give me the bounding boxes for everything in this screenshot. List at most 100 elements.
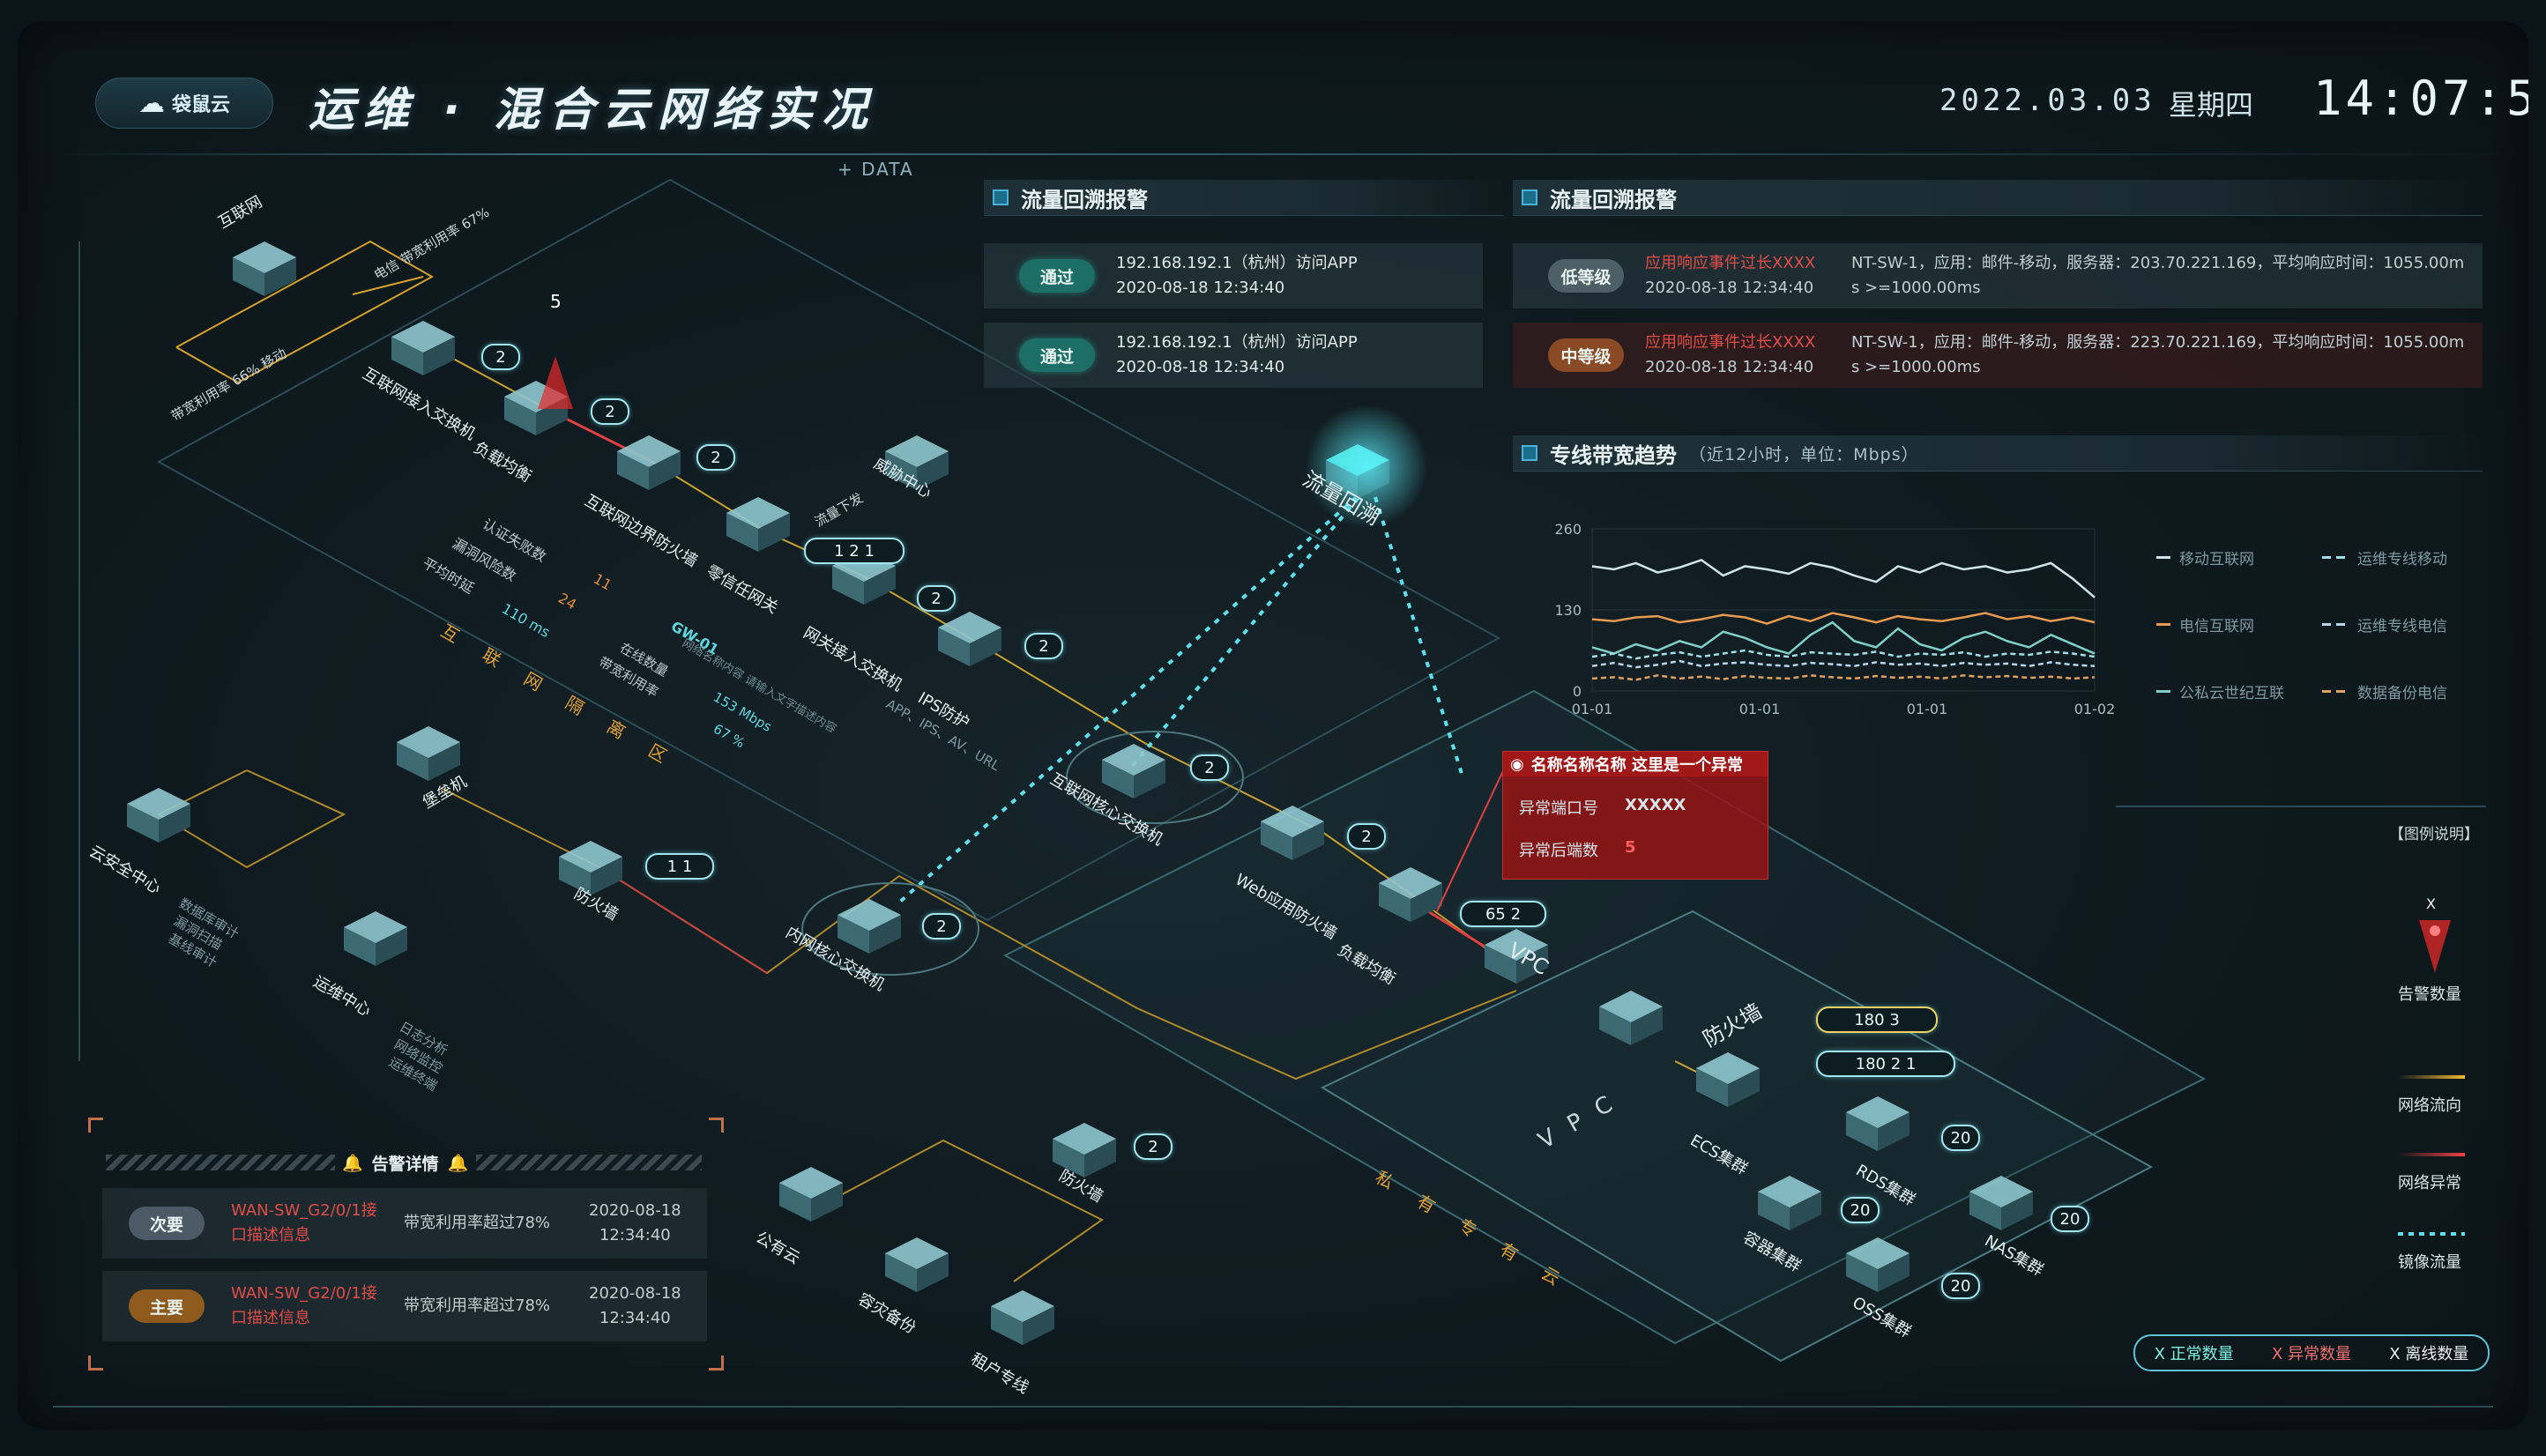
- anomaly-popup[interactable]: ◉ 名称名称名称 这里是一个异常 异常端口号 XXXXX 异常后端数 5: [1502, 751, 1768, 880]
- port-label: 异常端口号: [1519, 799, 1598, 818]
- traffic-alarm-row[interactable]: 低等级 应用响应事件过长XXXX 2020-08-18 12:34:40 NT-…: [1513, 243, 2483, 308]
- count-pill[interactable]: 2: [922, 913, 961, 940]
- node-cube-threat[interactable]: [885, 435, 949, 490]
- node-cube-ops[interactable]: [344, 911, 407, 966]
- node-cube-rds[interactable]: [1846, 1096, 1910, 1151]
- legend-item[interactable]: 移动互联网: [2156, 546, 2254, 568]
- count-pill[interactable]: 180 3: [1816, 1007, 1938, 1033]
- alarm-name-2: 口描述信息: [231, 1226, 310, 1244]
- node-cube-dr[interactable]: [885, 1237, 949, 1292]
- count-pill[interactable]: 2: [1024, 633, 1063, 659]
- count-pill[interactable]: 20: [1941, 1273, 1980, 1299]
- count-pill[interactable]: 20: [1941, 1125, 1980, 1151]
- series-line: [1591, 558, 2096, 598]
- count-value: 5: [1625, 838, 1636, 857]
- alarm-detail-row[interactable]: 主要 WAN-SW_G2/0/1接 口描述信息 带宽利用率超过78% 2020-…: [102, 1271, 707, 1341]
- corner-mark: [88, 1356, 103, 1371]
- cloud-logo-icon: ☁: [138, 87, 165, 119]
- node-cube-core-i[interactable]: [1102, 744, 1165, 799]
- top-alarm-count: 5: [550, 291, 562, 312]
- node-cube-ips[interactable]: [938, 612, 1001, 666]
- count-pill[interactable]: 2: [1134, 1133, 1172, 1160]
- legend-item[interactable]: 电信互联网: [2156, 613, 2254, 635]
- header-date: 2022.03.03: [1939, 83, 2155, 118]
- legend-item[interactable]: 公私云世纪互联: [2156, 680, 2284, 702]
- node-cube-web[interactable]: [1261, 806, 1324, 860]
- node-cube-ecs[interactable]: [1696, 1052, 1760, 1107]
- count-pill[interactable]: 65 2: [1460, 901, 1546, 927]
- alarm-detail-row[interactable]: 次要 WAN-SW_G2/0/1接 口描述信息 带宽利用率超过78% 2020-…: [102, 1188, 707, 1259]
- event-time: 2020-08-18 12:34:40: [1645, 279, 1814, 297]
- count-pill[interactable]: 180 2 1: [1816, 1051, 1955, 1077]
- alarm-desc: 带宽利用率超过78%: [404, 1214, 551, 1232]
- node-cube-fw-bot[interactable]: [1053, 1123, 1116, 1177]
- traffic-alarm-row[interactable]: 通过 192.168.192.1（杭州）访问APP 2020-08-18 12:…: [984, 323, 1483, 388]
- count-pill[interactable]: 2: [1347, 823, 1386, 850]
- alarm-beacon-icon: [2419, 920, 2451, 973]
- node-cube-nas[interactable]: [1969, 1176, 2033, 1230]
- series-line: [1591, 674, 2096, 681]
- alarm-detail-title: 告警详情: [371, 1155, 439, 1174]
- count-pill[interactable]: 2: [917, 585, 956, 612]
- series-line: [1591, 612, 2096, 625]
- node-cube-tenant[interactable]: [991, 1290, 1054, 1345]
- legend-swatch: [2156, 556, 2170, 559]
- count-pill[interactable]: 20: [2051, 1206, 2089, 1232]
- header-weekday: 星期四: [2169, 88, 2254, 122]
- legend-swatch: [2156, 690, 2170, 693]
- node-cube-cont[interactable]: [1758, 1176, 1821, 1230]
- count-pill[interactable]: 1 2 1: [804, 538, 904, 564]
- traffic-alarm-row[interactable]: 中等级 应用响应事件过长XXXX 2020-08-18 12:34:40 NT-…: [1513, 323, 2483, 388]
- node-cube-zt[interactable]: [726, 497, 790, 552]
- traffic-alarm-panel-right-header: 流量回溯报警: [1513, 180, 2483, 216]
- legend-item[interactable]: 运维专线电信: [2322, 613, 2447, 635]
- legend-note[interactable]: 【图例说明】: [2389, 826, 2479, 843]
- event-text: 应用响应事件过长XXXX: [1645, 333, 1816, 352]
- legend-item[interactable]: 数据备份电信: [2322, 680, 2447, 702]
- node-cube-oss[interactable]: [1846, 1237, 1910, 1292]
- alarm-date: 2020-08-18: [589, 1201, 681, 1220]
- panel-square-icon: [1522, 445, 1537, 461]
- panel-title: 流量回溯报警: [1550, 187, 1677, 212]
- legend-item[interactable]: 运维专线移动: [2322, 546, 2447, 568]
- node-cube-sec[interactable]: [127, 788, 190, 843]
- legend-abnormal-line: [2398, 1153, 2465, 1156]
- legend-label: 运维专线电信: [2357, 618, 2447, 635]
- event-detail: NT-SW-1，应用：邮件-移动，服务器：223.70.221.169，平均响应…: [1851, 333, 2465, 352]
- legend-label: 运维专线移动: [2357, 551, 2447, 568]
- data-tag: + DATA: [838, 159, 914, 180]
- traffic-alarm-row[interactable]: 通过 192.168.192.1（杭州）访问APP 2020-08-18 12:…: [984, 243, 1483, 308]
- alarm-date: 2020-08-18: [589, 1284, 681, 1303]
- port-value: XXXXX: [1625, 796, 1686, 814]
- legend-divider: [2116, 806, 2486, 807]
- node-cube-fw-mid[interactable]: [559, 841, 622, 895]
- node-cube-internet[interactable]: [233, 241, 296, 296]
- legend-flow: 网络流向: [2398, 1096, 2461, 1115]
- count-pill[interactable]: 2: [591, 398, 629, 425]
- legend-swatch: [2322, 623, 2349, 626]
- status-badge: 通过: [1019, 259, 1095, 293]
- legend-flow-line: [2398, 1075, 2465, 1079]
- corner-mark: [88, 1118, 103, 1133]
- count-legend: X 正常数量 X 异常数量 X 离线数量: [2133, 1334, 2490, 1371]
- node-cube-pub[interactable]: [779, 1167, 843, 1222]
- node-cube-isw[interactable]: [391, 321, 455, 375]
- node-cube-vpc-fw[interactable]: [1599, 991, 1663, 1045]
- header-clock: 14:07:58: [2313, 71, 2528, 126]
- panel-subtitle: （近12小时，单位：Mbps）: [1689, 444, 1919, 464]
- count-pill[interactable]: 1 1: [645, 853, 714, 880]
- legend-offline-count: X 离线数量: [2389, 1345, 2469, 1363]
- node-cube-vpc[interactable]: [1485, 929, 1548, 984]
- node-cube-bastion[interactable]: [397, 726, 460, 781]
- count-pill[interactable]: 20: [1841, 1197, 1880, 1223]
- node-cube-bfw[interactable]: [617, 435, 681, 490]
- node-cube-core-n[interactable]: [838, 899, 901, 954]
- count-pill[interactable]: 2: [696, 444, 735, 471]
- count-pill[interactable]: 2: [481, 344, 520, 370]
- event-detail-2: s >=1000.00ms: [1851, 279, 1981, 297]
- count-pill[interactable]: 2: [1190, 754, 1229, 781]
- page-title: 运维 · 混合云网络实况: [309, 84, 876, 137]
- node-cube-lb2[interactable]: [1379, 867, 1442, 922]
- legend-mirror: 镜像流量: [2398, 1253, 2461, 1272]
